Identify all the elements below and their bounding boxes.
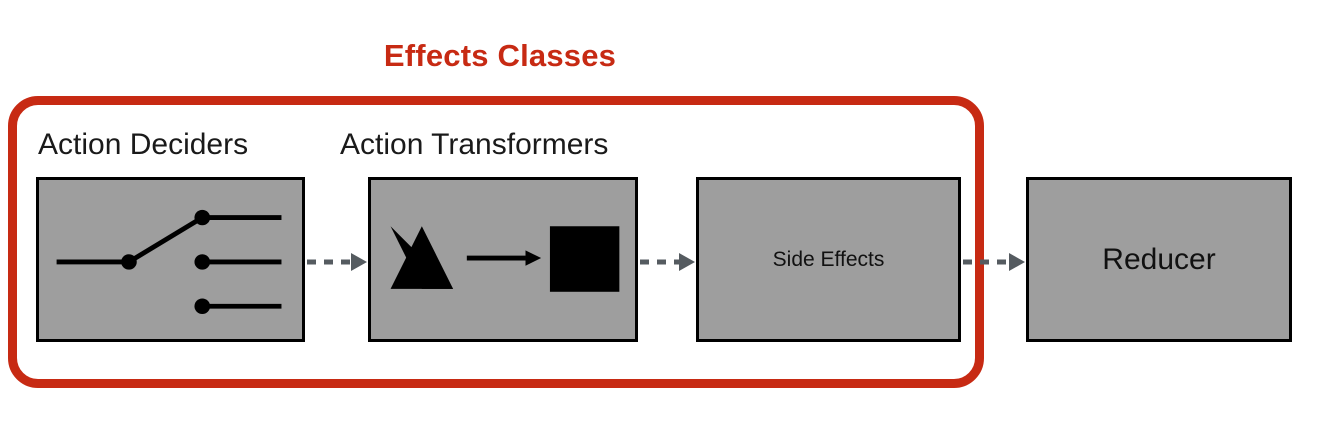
switch-selector-icon — [56, 209, 282, 314]
caption-action-transformers: Action Transformers — [340, 128, 609, 161]
caption-action-deciders: Action Deciders — [38, 128, 249, 161]
node-side-effects[interactable]: Side Effects — [696, 177, 961, 342]
diagram-title: Effects Classes — [383, 38, 617, 73]
connector-deciders-to-transformers — [307, 253, 367, 271]
node-label-reducer: Reducer — [1102, 242, 1216, 276]
triangle-arrow-square-icon — [390, 226, 620, 292]
connector-transformers-to-side-effects — [640, 253, 695, 271]
node-action-transformers[interactable] — [368, 177, 638, 342]
connector-side-effects-to-reducer — [963, 253, 1025, 271]
node-reducer[interactable]: Reducer — [1026, 177, 1292, 342]
node-action-deciders[interactable] — [36, 177, 305, 342]
effects-classes-group-outline — [8, 96, 984, 388]
node-label-side-effects: Side Effects — [772, 247, 885, 271]
